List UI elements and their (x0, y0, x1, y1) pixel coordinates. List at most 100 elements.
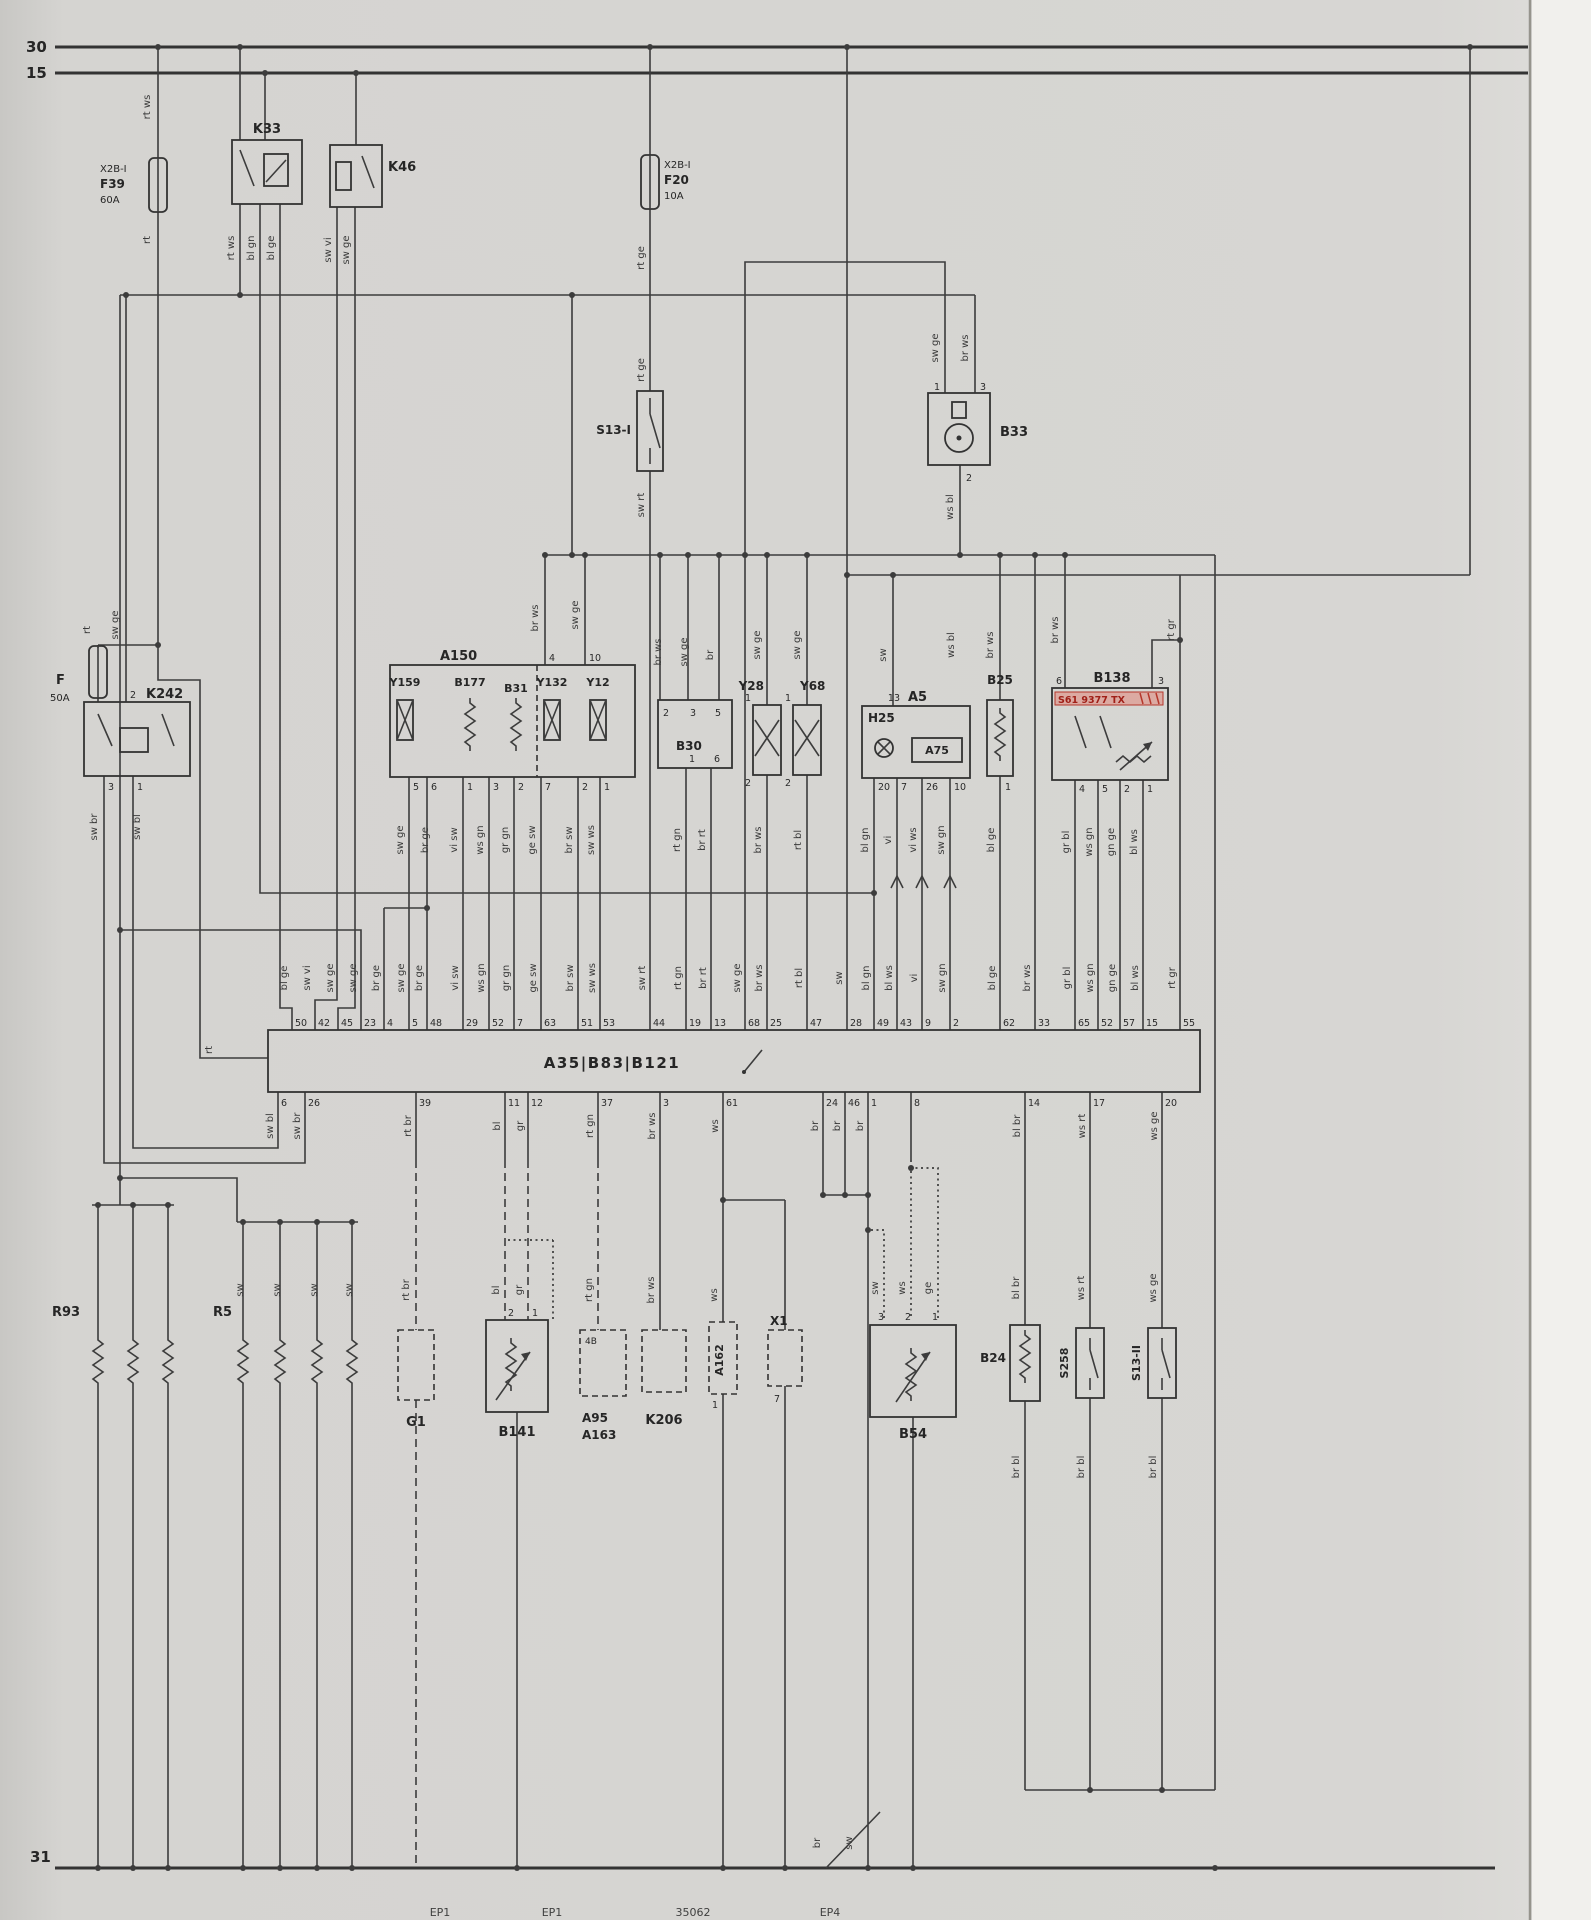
a150-bpin-0: 5 (413, 782, 419, 793)
wire-label: gr bl (1061, 831, 1072, 854)
connector-x1 (767, 1329, 803, 1387)
junction-dot (262, 70, 268, 76)
wire-label: rt gn (673, 966, 684, 990)
connector-top-pin-number: 23 (364, 1018, 376, 1029)
wire-label: vi (909, 974, 920, 983)
connector-top-pin-number: 45 (341, 1018, 353, 1029)
a150-pin-10: 10 (589, 653, 601, 664)
junction-dot (1032, 552, 1038, 558)
connector-bottom-pin-number: 12 (531, 1098, 543, 1109)
wire-label: br ge (371, 965, 382, 991)
wire-label: bl ws (884, 965, 895, 991)
connector-bottom-pin-number: 8 (914, 1098, 920, 1109)
b138-bpin-1: 1 (1147, 784, 1153, 795)
wire-label: bl br (1012, 1114, 1023, 1138)
wire-label: rt gr (1166, 618, 1177, 641)
junction-dot (1212, 1865, 1218, 1871)
connector-bottom-pin-number: 24 (826, 1098, 838, 1109)
ground-point-label: EP1 (430, 1906, 451, 1919)
relay-k206 (641, 1329, 687, 1393)
wire-label: bl gn (246, 236, 257, 261)
wire-label: gr (514, 1284, 525, 1295)
junction-dot (908, 1165, 914, 1171)
b138-red-tag: S61 9377 TX (1058, 695, 1126, 706)
junction-dot (240, 1219, 246, 1225)
wire-label: rt gn (585, 1114, 596, 1138)
r93-label: R93 (52, 1305, 80, 1320)
wire-label: rt (142, 236, 153, 244)
wire-label: bl gn (860, 828, 871, 853)
connector-top-pin-number: 9 (925, 1018, 931, 1029)
wire-label: br (832, 1120, 843, 1131)
junction-dot (782, 1865, 788, 1871)
junction-dot (844, 44, 850, 50)
wires (92, 47, 1471, 1869)
connector-bottom-pin-number: 26 (308, 1098, 320, 1109)
sensor-b25 (986, 699, 1014, 777)
connector-top-pin-number: 42 (318, 1018, 330, 1029)
connector-top-pin-number: 19 (689, 1018, 701, 1029)
y28-pin-1: 1 (745, 693, 751, 704)
wire-label: sw ge (792, 630, 803, 659)
switch-s13i (636, 390, 664, 472)
wire-label: sw ws (587, 963, 598, 993)
junction-dot (542, 552, 548, 558)
module-a150 (389, 664, 636, 778)
wire-label: br ws (646, 1276, 657, 1303)
wire-label: br (855, 1120, 866, 1131)
s13ii-label: S13-II (1130, 1345, 1143, 1381)
wire-label: ws ge (1148, 1273, 1159, 1302)
connector-bottom-pin-number: 20 (1165, 1098, 1177, 1109)
connector-top-pin-number: 50 (295, 1018, 307, 1029)
wire-label: ws ge (1149, 1111, 1160, 1140)
wire-label: bl br (1011, 1276, 1022, 1300)
a150-label: A150 (440, 649, 477, 664)
wire-label: ws gn (476, 963, 487, 992)
wire-label: sw rt (636, 493, 647, 518)
switch-s258 (1075, 1327, 1105, 1399)
a5-pin-13: 13 (888, 693, 900, 704)
junction-dot (237, 292, 243, 298)
wire-label: bl ge (279, 966, 290, 991)
wire-label: br (810, 1120, 821, 1131)
a5-bpin-26: 26 (926, 782, 938, 793)
wire-label: rt gr (1167, 966, 1178, 989)
connector-top-pin-number: 49 (877, 1018, 889, 1029)
s258-label: S258 (1058, 1348, 1071, 1379)
wire-label: sw (235, 1283, 246, 1296)
wire-label: ge sw (527, 825, 538, 854)
junction-dot (820, 1192, 826, 1198)
wire-label: gn ge (1106, 828, 1117, 856)
connector-top-pin-number: 51 (581, 1018, 593, 1029)
y28-label: Y28 (738, 679, 764, 693)
wire-label: rt bl (793, 830, 804, 850)
junction-dot (804, 552, 810, 558)
wire-label: sw ge (341, 235, 352, 264)
wire-label: ws (710, 1119, 721, 1132)
module-a5 (861, 705, 971, 779)
wire-label: rt ge (636, 246, 647, 270)
b33-pin-1: 1 (934, 382, 940, 393)
b138-pin-3: 3 (1158, 676, 1164, 687)
wire-label: br ws (960, 334, 971, 361)
wire-label: sw ws (586, 825, 597, 855)
y28-pin-2: 2 (745, 778, 751, 789)
module-b138 (1051, 687, 1169, 781)
wire-label: gr (515, 1120, 526, 1131)
junction-dot (277, 1865, 283, 1871)
y159-label: Y159 (389, 676, 421, 689)
wire-label: gr gn (500, 827, 511, 853)
resistors-r93 (92, 1334, 174, 1389)
wire-label: ws rt (1076, 1276, 1087, 1301)
connector-bottom-pin-number: 1 (871, 1098, 877, 1109)
wire-label: vi (883, 836, 894, 845)
junction-dot (165, 1202, 171, 1208)
wire-label: rt (204, 1046, 215, 1054)
connector-top-pin-number: 63 (544, 1018, 556, 1029)
wire-label: br ws (753, 826, 764, 853)
switch-s13ii (1147, 1327, 1177, 1399)
module-a95 (579, 1329, 627, 1397)
splice-chevron-icon (890, 874, 904, 889)
